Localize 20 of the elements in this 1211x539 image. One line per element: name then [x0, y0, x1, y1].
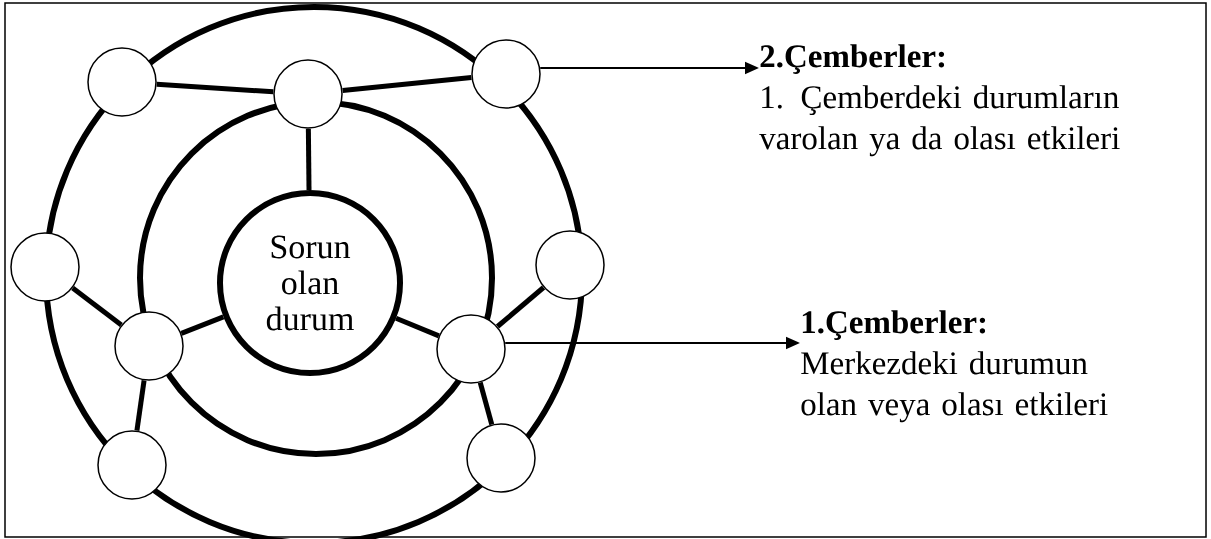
small-circle	[535, 230, 605, 300]
connector-line	[305, 128, 312, 191]
connector-line	[71, 286, 123, 327]
small-circle	[471, 39, 541, 109]
small-circle	[10, 232, 80, 302]
small-circle	[97, 430, 167, 500]
small-circle	[114, 311, 184, 381]
small-circle	[87, 47, 157, 117]
connector-line	[342, 75, 472, 93]
connector-line	[395, 315, 440, 339]
connector-line	[134, 380, 147, 431]
small-circle	[273, 59, 343, 129]
connector-line	[156, 81, 274, 95]
connector-line	[180, 314, 225, 336]
small-circle	[436, 314, 506, 384]
connector-line	[495, 285, 546, 329]
annotation-text: 2.Çemberler: 1. Çemberdeki durumların varolan ya da olası etkileri	[759, 44, 1120, 157]
small-circle	[466, 423, 536, 493]
annotation-text: 1.Çemberler: Merkezdeki durumun olan veya olası etkileri	[801, 310, 1108, 423]
connector-line	[477, 381, 495, 426]
